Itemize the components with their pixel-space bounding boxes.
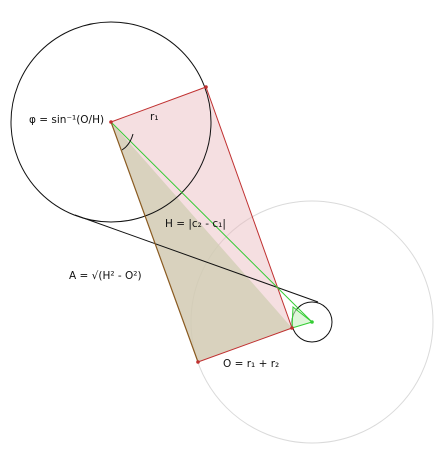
- red-edge-top: [110, 86, 207, 123]
- large-circle: [10, 21, 212, 223]
- olive-triangle-fill: [111, 122, 292, 362]
- point-top-right: [204, 85, 208, 89]
- point-bottom-right: [290, 326, 294, 330]
- olive-edge-left: [110, 121, 199, 363]
- point-c2: [310, 320, 314, 324]
- opposite-label: O = r₁ + r₂: [223, 358, 280, 370]
- green-small-triangle: [291, 306, 314, 329]
- green-hypotenuse: [110, 121, 313, 323]
- red-edge-bottom: [197, 327, 293, 363]
- point-bottom-left: [196, 360, 200, 364]
- hypotenuse-label: H = |c₂ - c₁|: [165, 218, 226, 230]
- angle-arc: [121, 133, 134, 151]
- radius-label: r₁: [150, 111, 159, 123]
- angle-label: φ = sin⁻¹(O/H): [29, 114, 105, 126]
- point-c1: [109, 120, 113, 124]
- adjacent-label: A = √(H² - O²): [69, 270, 142, 282]
